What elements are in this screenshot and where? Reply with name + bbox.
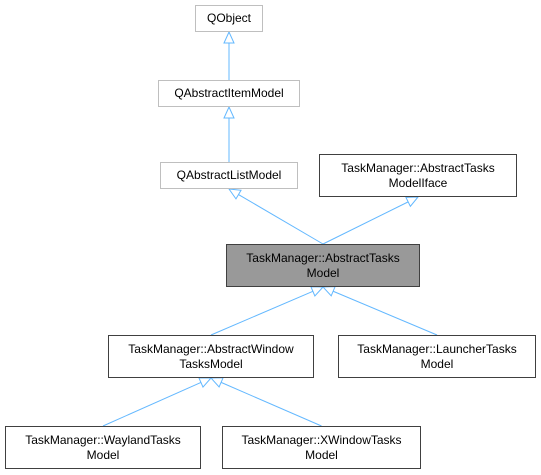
edge-abstracttasksmodel-to-abstracttasksmodeliface	[322, 201, 409, 245]
edge-arrowhead-qabstractlistmodel-to-qabstractitemmodel	[223, 105, 235, 119]
edge-arrowhead-launchertasksmodel-to-abstracttasksmodel	[321, 286, 336, 297]
edge-arrowhead-waylandtasksmodel-to-abstractwindowtasksmodel	[198, 377, 213, 388]
node-waylandtasksmodel-line-2: Model	[86, 447, 120, 462]
edge-arrowhead-abstractwindowtasksmodel-to-abstracttasksmodel	[310, 286, 325, 297]
edge-abstractwindowtasksmodel-to-abstracttasksmodel	[210, 290, 314, 336]
node-abstractwindowtasksmodel-line-1: TaskManager::AbstractWindow	[128, 341, 294, 356]
node-waylandtasksmodel[interactable]: TaskManager::WaylandTasks Model	[5, 426, 201, 469]
edge-arrowhead-qabstractitemmodel-to-qobject	[223, 30, 235, 44]
node-xwindowtasksmodel-line-2: Model	[305, 447, 338, 462]
edge-arrowhead-xwindowtasksmodel-to-abstractwindowtasksmodel	[209, 377, 224, 388]
node-xwindowtasksmodel-line-1: TaskManager::XWindowTasks	[241, 432, 402, 447]
node-waylandtasksmodel-line-1: TaskManager::WaylandTasks	[25, 432, 181, 447]
node-xwindowtasksmodel[interactable]: TaskManager::XWindowTasks Model	[222, 426, 421, 469]
node-abstracttasksmodeliface-line-1: TaskManager::AbstractTasks	[341, 160, 495, 175]
node-abstracttasksmodel-line-2: Model	[306, 265, 340, 280]
node-qobject[interactable]: QObject	[195, 5, 263, 32]
node-abstractwindowtasksmodel-line-2: TasksModel	[179, 356, 243, 371]
edge-abstracttasksmodel-to-qabstractlistmodel	[238, 194, 324, 245]
node-abstracttasksmodeliface-line-2: ModelIface	[388, 175, 448, 190]
node-launchertasksmodel-line-2: Model	[420, 356, 454, 371]
node-qabstractitemmodel[interactable]: QAbstractItemModel	[158, 80, 300, 107]
node-abstracttasksmodel-line-1: TaskManager::AbstractTasks	[246, 250, 400, 265]
node-launchertasksmodel-line-1: TaskManager::LauncherTasks	[357, 341, 517, 356]
node-qabstractitemmodel-label: QAbstractItemModel	[174, 86, 284, 100]
node-qobject-label: QObject	[206, 11, 251, 25]
edge-launchertasksmodel-to-abstracttasksmodel	[332, 290, 438, 336]
edge-arrowhead-abstracttasksmodel-to-qabstractlistmodel	[227, 188, 242, 200]
node-launchertasksmodel[interactable]: TaskManager::LauncherTasks Model	[338, 335, 536, 378]
node-qabstractlistmodel-label: QAbstractListModel	[176, 168, 282, 182]
edge-arrowhead-abstracttasksmodel-to-abstracttasksmodeliface	[405, 196, 420, 208]
node-abstracttasksmodel: TaskManager::AbstractTasks Model	[226, 244, 420, 287]
edge-waylandtasksmodel-to-abstractwindowtasksmodel	[102, 382, 202, 427]
node-qabstractlistmodel[interactable]: QAbstractListModel	[160, 162, 298, 189]
edge-xwindowtasksmodel-to-abstractwindowtasksmodel	[220, 381, 322, 427]
node-abstractwindowtasksmodel[interactable]: TaskManager::AbstractWindow TasksModel	[108, 335, 314, 378]
node-abstracttasksmodeliface[interactable]: TaskManager::AbstractTasks ModelIface	[319, 154, 517, 197]
